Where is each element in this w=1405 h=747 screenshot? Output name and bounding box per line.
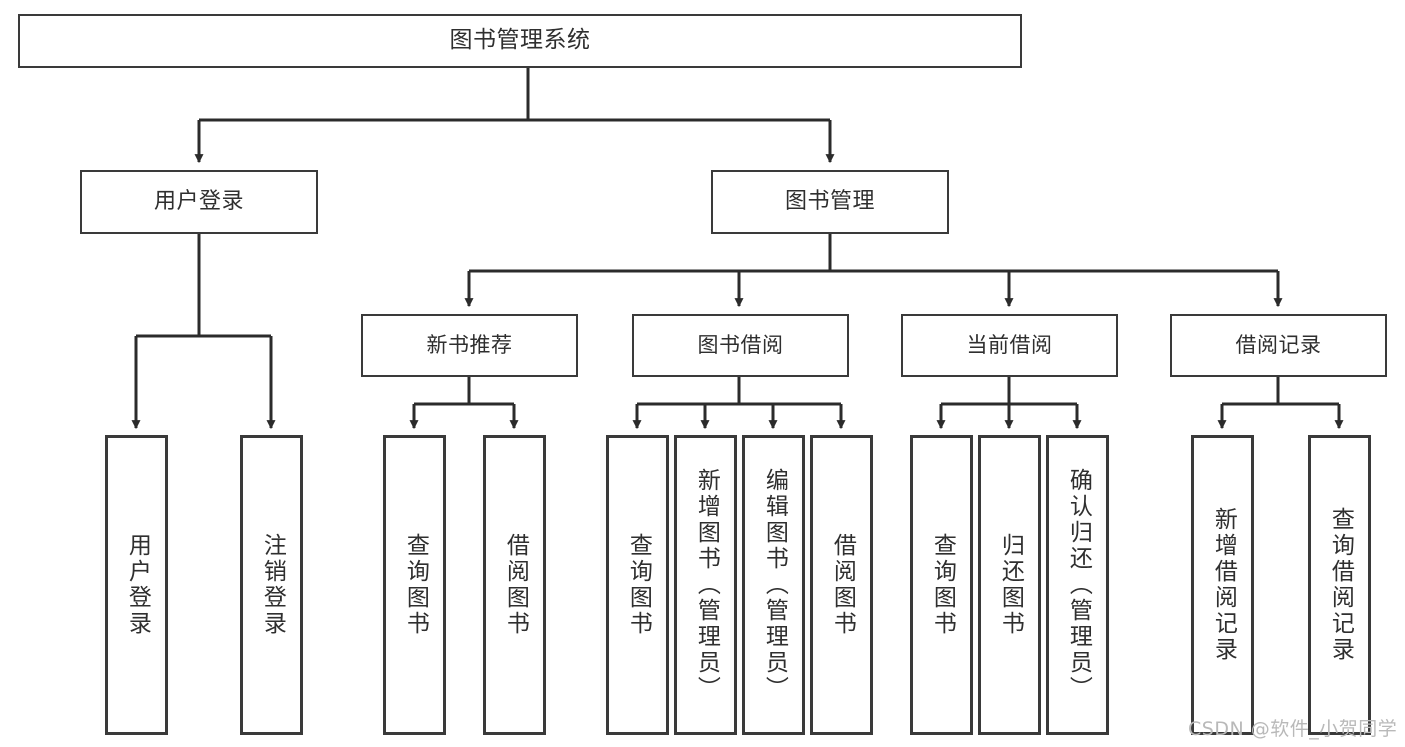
node-user-login[interactable]: 用户登录 [80,170,318,234]
node-label: 借阅图书 [502,533,529,637]
node-label: 图书借阅 [697,333,784,358]
leaf-add-borrow-record[interactable]: 新增借阅记录 [1191,435,1254,735]
node-label: 归还图书 [997,533,1024,637]
leaf-borrow-book-1[interactable]: 借阅图书 [483,435,546,735]
leaf-logout[interactable]: 注销登录 [240,435,303,735]
leaf-edit-book[interactable]: 编辑图书（管理员） [742,435,805,735]
node-label: 借阅图书 [829,533,856,637]
node-label: 图书管理系统 [449,27,591,54]
node-label: 新增借阅记录 [1210,507,1237,663]
node-borrow-record[interactable]: 借阅记录 [1170,314,1387,377]
node-new-book-recommend[interactable]: 新书推荐 [361,314,578,377]
watermark: CSDN @软件_小贺同学 [1188,718,1398,740]
node-label: 查询借阅记录 [1327,507,1354,663]
node-label: 注销登录 [259,533,286,637]
node-label: 用户登录 [124,533,151,637]
node-book-borrow[interactable]: 图书借阅 [632,314,849,377]
node-book-manage[interactable]: 图书管理 [711,170,949,234]
node-current-borrow[interactable]: 当前借阅 [901,314,1118,377]
leaf-confirm-return[interactable]: 确认归还（管理员） [1046,435,1109,735]
leaf-query-book-2[interactable]: 查询图书 [606,435,669,735]
leaf-query-book-3[interactable]: 查询图书 [910,435,973,735]
node-label: 图书管理 [784,189,875,215]
leaf-borrow-book-2[interactable]: 借阅图书 [810,435,873,735]
node-label: 借阅记录 [1235,333,1322,358]
node-label: 新书推荐 [426,333,513,358]
node-label: 查询图书 [929,533,956,637]
node-root[interactable]: 图书管理系统 [18,14,1022,68]
leaf-query-book-1[interactable]: 查询图书 [383,435,446,735]
node-label: 查询图书 [625,533,652,637]
node-label: 确认归还（管理员） [1065,468,1092,702]
leaf-query-borrow-record[interactable]: 查询借阅记录 [1308,435,1371,735]
node-label: 用户登录 [153,189,244,215]
leaf-add-book[interactable]: 新增图书（管理员） [674,435,737,735]
node-label: 当前借阅 [966,333,1053,358]
node-label: 查询图书 [402,533,429,637]
node-label: 新增图书（管理员） [693,468,720,702]
node-label: 编辑图书（管理员） [761,468,788,702]
leaf-user-login[interactable]: 用户登录 [105,435,168,735]
leaf-return-book[interactable]: 归还图书 [978,435,1041,735]
